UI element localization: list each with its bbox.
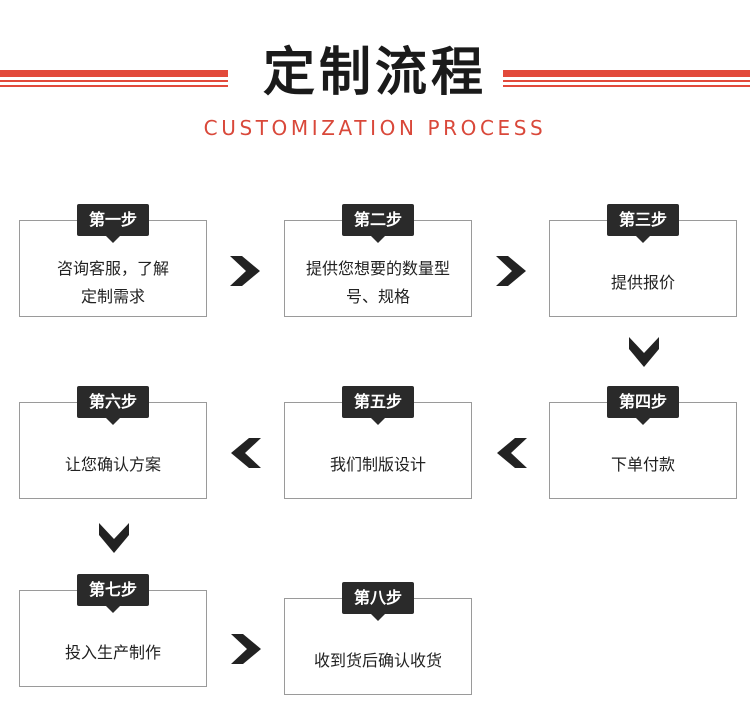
chevron-down-icon [629, 337, 659, 367]
step-7-badge: 第七步 [77, 574, 149, 613]
step-5-desc: 我们制版设计 [329, 454, 426, 474]
step-1-desc: 咨询客服，了解定制需求 [56, 258, 169, 306]
step-4-badge: 第四步 [607, 386, 679, 425]
step-4-desc: 下单付款 [610, 454, 675, 474]
step-3-box: 第三步 提供报价 [549, 204, 737, 317]
page-title: 定制流程 [262, 43, 487, 103]
step-1-box: 第一步 咨询客服，了解定制需求 [19, 204, 207, 317]
chevron-left-icon [497, 438, 527, 468]
chevron-right-icon [231, 634, 261, 664]
step-8-desc: 收到货后确认收货 [313, 650, 442, 670]
step-3-desc: 提供报价 [610, 272, 675, 292]
left-stripes [0, 70, 228, 90]
chevron-down-icon [99, 523, 129, 553]
step-8-badge: 第八步 [342, 582, 414, 621]
step-5-box: 第五步 我们制版设计 [284, 386, 472, 499]
page-subtitle: CUSTOMIZATION PROCESS [203, 116, 547, 140]
step-1-badge: 第一步 [77, 204, 149, 243]
right-stripes [503, 70, 750, 90]
step-6-badge: 第六步 [77, 386, 149, 425]
step-7-desc: 投入生产制作 [64, 642, 161, 662]
step-2-badge: 第二步 [342, 204, 414, 243]
step-2-desc: 提供您想要的数量型号、规格 [305, 258, 450, 306]
step-4-box: 第四步 下单付款 [549, 386, 737, 499]
step-6-box: 第六步 让您确认方案 [19, 386, 207, 499]
chevron-right-icon [230, 256, 260, 286]
step-3-badge: 第三步 [607, 204, 679, 243]
step-5-badge: 第五步 [342, 386, 414, 425]
step-6-desc: 让您确认方案 [64, 454, 161, 474]
step-2-box: 第二步 提供您想要的数量型号、规格 [284, 204, 472, 317]
step-7-box: 第七步 投入生产制作 [19, 574, 207, 687]
chevron-left-icon [231, 438, 261, 468]
chevron-right-icon [496, 256, 526, 286]
step-8-box: 第八步 收到货后确认收货 [284, 582, 472, 695]
